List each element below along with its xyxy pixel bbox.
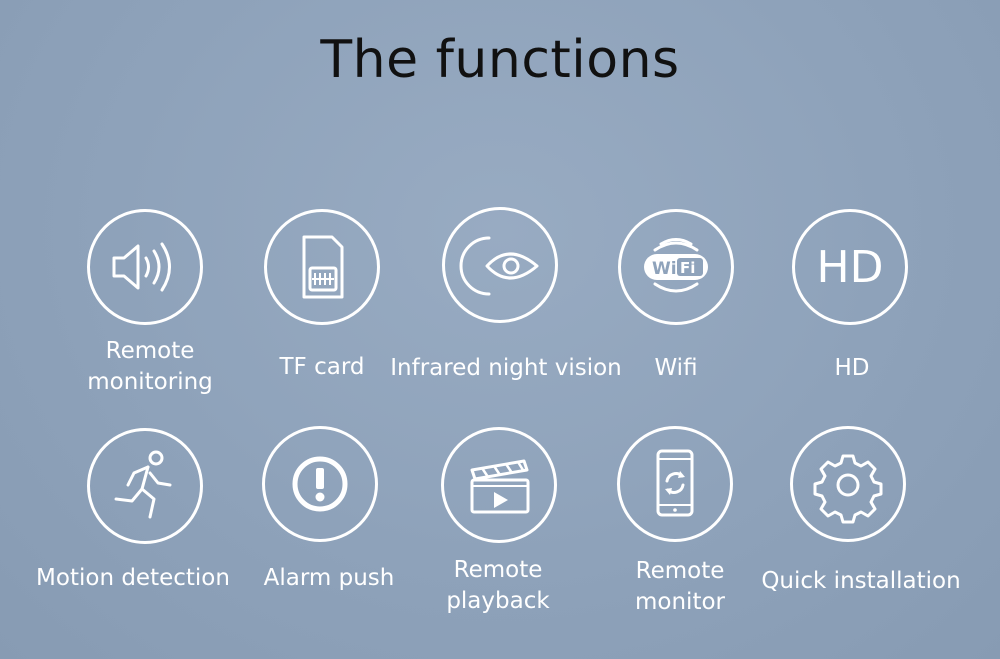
sd-card-icon — [302, 235, 344, 299]
hd-icon: HD — [817, 242, 884, 293]
feature-circle-alarm — [262, 426, 378, 542]
feature-label-install: Quick installation — [761, 568, 961, 594]
feature-circle-remote-monitor — [617, 426, 733, 542]
feature-label-infrared: Infrared night vision — [390, 355, 622, 381]
feature-circle-remote-monitoring — [87, 209, 203, 325]
gear-icon — [813, 454, 883, 524]
exclamation-icon — [292, 456, 348, 512]
page-title: The functions — [320, 30, 680, 90]
wifi-badge-icon: Wi Fi — [644, 238, 708, 293]
clapperboard-icon — [470, 459, 530, 514]
feature-circle-playback — [441, 427, 557, 543]
feature-circle-hd: HD — [792, 209, 908, 325]
wifi-right-text: Fi — [680, 259, 695, 277]
feature-label-remote-monitor: Remote monitor — [635, 558, 725, 615]
feature-label-wifi: Wifi — [654, 355, 698, 381]
feature-label-motion: Motion detection — [36, 565, 230, 591]
phone-sync-icon — [656, 449, 694, 517]
feature-circle-wifi: Wi Fi — [618, 209, 734, 325]
moon-eye-icon — [459, 236, 539, 296]
speaker-icon — [112, 242, 171, 292]
feature-circle-motion — [87, 428, 203, 544]
feature-circle-tf-card — [264, 209, 380, 325]
running-person-icon — [114, 450, 172, 519]
feature-label-tf-card: TF card — [279, 354, 365, 380]
feature-label-playback: Remote playback — [446, 557, 550, 614]
feature-label-alarm: Alarm push — [263, 565, 395, 591]
feature-circle-infrared — [442, 207, 558, 323]
feature-circle-install — [790, 426, 906, 542]
wifi-left-text: Wi — [652, 259, 677, 279]
feature-label-hd: HD — [834, 355, 870, 381]
feature-label-remote-monitoring: Remote monitoring — [87, 338, 213, 395]
hd-icon-text: HD — [817, 242, 884, 293]
